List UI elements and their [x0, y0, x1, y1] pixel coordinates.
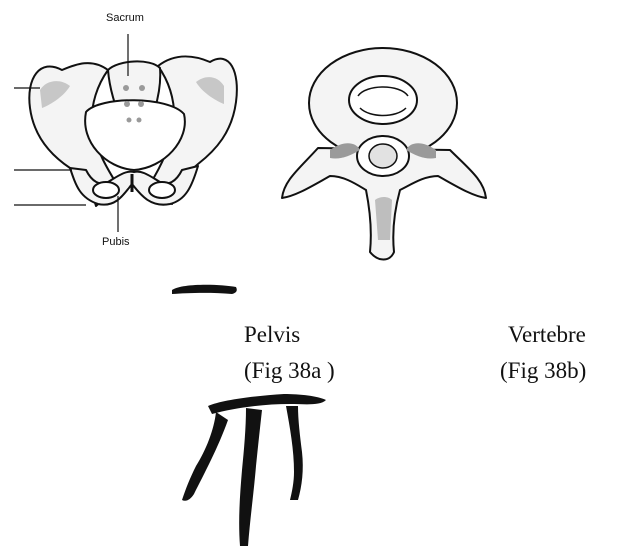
pelvis-fig-ref: (Fig 38a ): [244, 358, 335, 384]
brush-stroke-figure: [182, 394, 326, 546]
vertebra-fig-ref: (Fig 38b): [500, 358, 586, 384]
pen-mark-dash: [172, 285, 237, 294]
pubis-label: Pubis: [102, 236, 130, 248]
right-obturator-foramen: [149, 182, 175, 198]
vertebra-caption: Vertebre: [508, 322, 586, 348]
pelvis-caption: Pelvis: [244, 322, 300, 348]
spinal-cord: [369, 144, 397, 168]
disc-nucleus: [349, 76, 417, 124]
sacrum-label: Sacrum: [106, 12, 144, 24]
left-obturator-foramen: [93, 182, 119, 198]
